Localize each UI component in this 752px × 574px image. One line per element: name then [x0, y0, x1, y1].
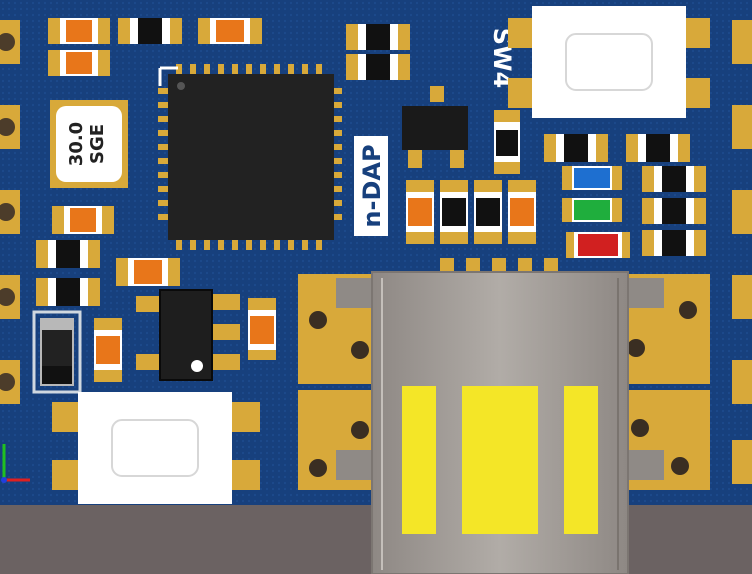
resistor-r7: [94, 318, 122, 382]
right-edge-pads: [732, 20, 752, 484]
tactile-switch-bottom: [52, 392, 260, 504]
regulator-u2: [136, 289, 240, 381]
led-blue: [562, 166, 622, 190]
crystal-oscillator: 30.0 SGE: [50, 100, 128, 188]
usb-connector: [371, 271, 629, 574]
usb-contact-right: [564, 386, 598, 534]
resistor-r8: [346, 24, 410, 50]
capacitor-c2: [36, 278, 100, 306]
led-green: [562, 198, 622, 222]
resistor-r16: [248, 298, 276, 360]
resistor-r12: [626, 134, 690, 162]
resistor-r2: [118, 18, 182, 44]
silkscreen-brand: n-DAP: [358, 144, 386, 227]
resistor-r1: [48, 18, 110, 44]
resistor-r3: [198, 18, 262, 44]
resistor-r11: [544, 134, 608, 162]
mcu-chip: [158, 64, 342, 250]
usb-mount-pads: [298, 274, 710, 490]
axis-gizmo: [1, 444, 30, 483]
resistor-r10: [494, 110, 520, 174]
crystal-label-line2: SGE: [87, 124, 108, 164]
resistor-r15: [642, 230, 706, 256]
resistor-r14: [642, 198, 706, 224]
transistor-q1: [402, 86, 468, 168]
resistor-r13: [642, 166, 706, 192]
resistor-array: [406, 180, 536, 244]
resistor-r9: [346, 54, 410, 80]
resistor-r5: [52, 206, 114, 234]
diode-d1: [32, 310, 82, 394]
resistor-r4: [48, 50, 110, 76]
resistor-r6: [116, 258, 180, 286]
capacitor-c1: [36, 240, 100, 268]
crystal-label-line1: 30.0: [66, 122, 87, 166]
silkscreen-brand-box: n-DAP: [354, 136, 388, 236]
led-red: [566, 232, 630, 258]
left-edge-pads: [0, 20, 20, 404]
usb-contact-center: [462, 386, 538, 534]
tactile-switch-top: [508, 6, 710, 118]
usb-contact-left: [402, 386, 436, 534]
